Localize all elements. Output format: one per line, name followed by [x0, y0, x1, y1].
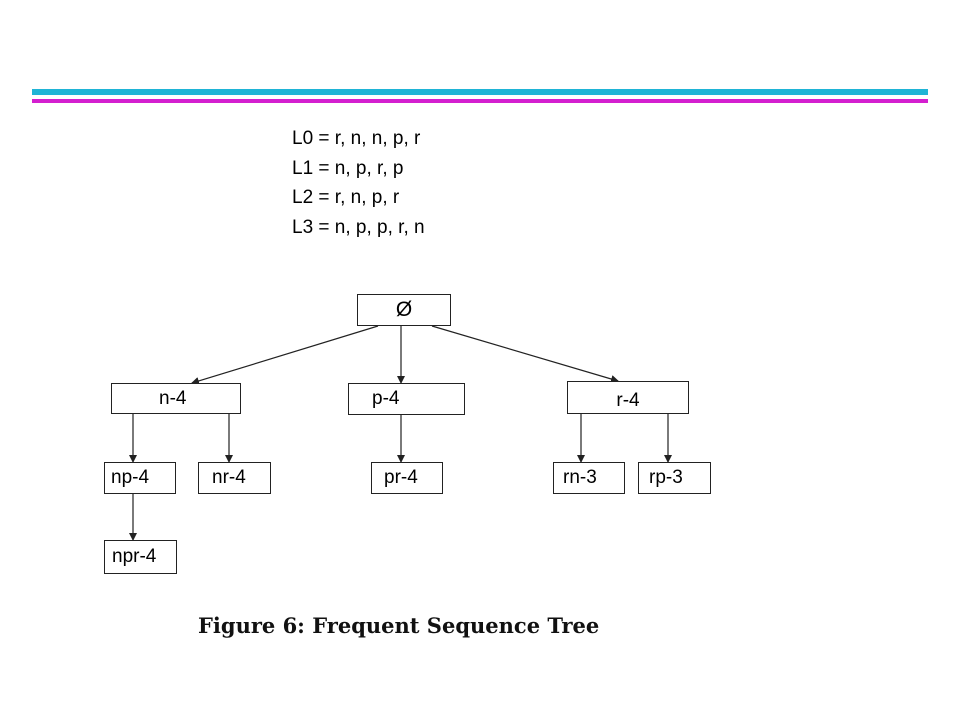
sequence-line-l1: L1 = n, p, r, p — [292, 157, 404, 179]
sequence-line-l3: L3 = n, p, p, r, n — [292, 216, 425, 238]
tree-node-root: Ø — [357, 294, 451, 326]
tree-node-rp-3: rp-3 — [638, 462, 711, 494]
tree-node-n-4-label: n-4 — [159, 387, 187, 409]
tree-node-nr-4-label: nr-4 — [212, 467, 246, 488]
tree-node-p-4-label: p-4 — [372, 388, 400, 409]
tree-node-rn-3: rn-3 — [553, 462, 625, 494]
tree-node-np-4: np-4 — [104, 462, 176, 494]
tree-node-n-4: n-4 — [111, 383, 241, 414]
tree-node-r-4-label: r-4 — [616, 389, 640, 411]
tree-node-nr-4: nr-4 — [198, 462, 271, 494]
sequence-line-l0: L0 = r, n, n, p, r — [292, 128, 421, 149]
tree-node-np-4-label: np-4 — [111, 467, 150, 488]
edge-root-to-n — [191, 325, 379, 385]
tree-node-rp-3-label: rp-3 — [649, 467, 683, 488]
tree-node-pr-4-label: pr-4 — [384, 467, 418, 488]
tree-node-rn-3-label: rn-3 — [563, 467, 597, 488]
tree-node-pr-4: pr-4 — [371, 462, 443, 494]
sequence-list: L0 = r, n, n, p, r L1 = n, p, r, p L2 = … — [292, 124, 425, 242]
tree-node-p-4: p-4 — [348, 383, 465, 415]
edge-root-to-r — [431, 325, 619, 383]
tree-node-root-label: Ø — [395, 298, 413, 321]
header-accent-bar-magenta — [32, 99, 928, 103]
header-accent-bar-cyan — [32, 89, 928, 95]
sequence-line-l2: L2 = r, n, p, r — [292, 187, 400, 208]
figure-caption: Figure 6: Frequent Sequence Tree — [198, 613, 600, 638]
tree-node-r-4: r-4 — [567, 381, 689, 414]
tree-node-npr-4-label: npr-4 — [112, 546, 157, 567]
tree-node-npr-4: npr-4 — [104, 540, 177, 574]
